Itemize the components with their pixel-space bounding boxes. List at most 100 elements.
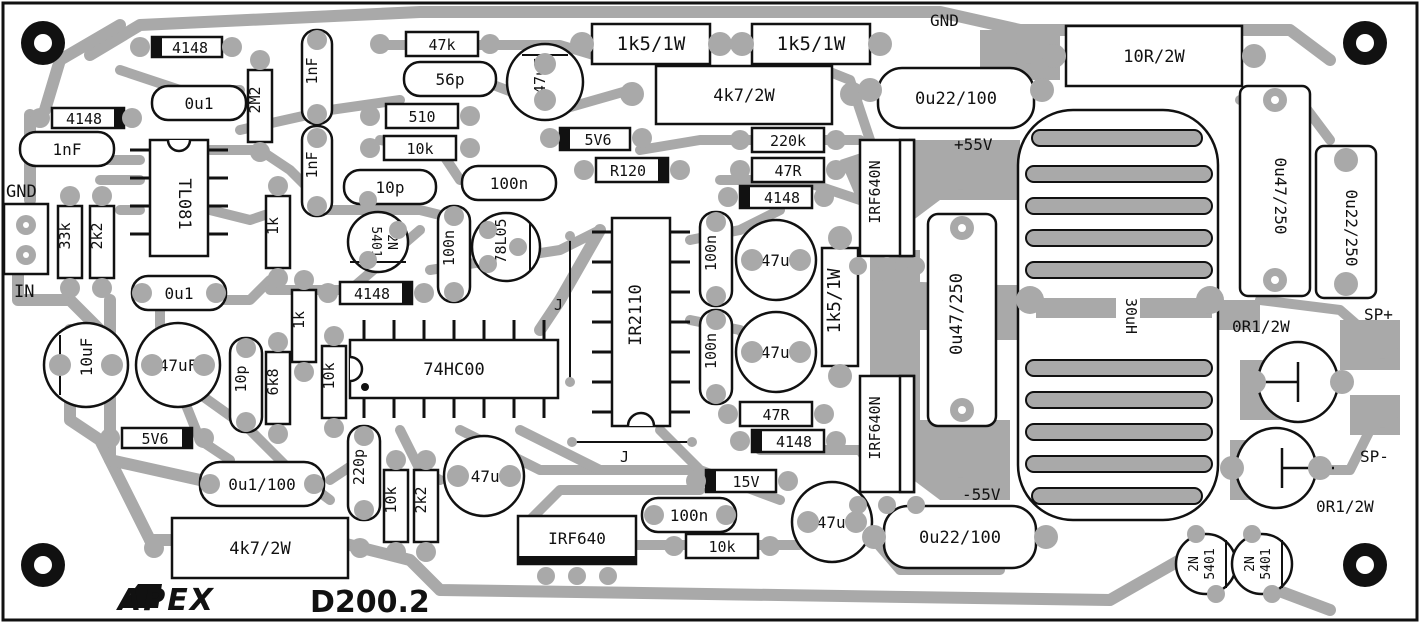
svg-text:J: J (554, 296, 563, 314)
zener-5v6-left: 5V6 (120, 426, 194, 450)
svg-text:47uF: 47uF (471, 467, 510, 486)
svg-text:4148: 4148 (354, 285, 390, 303)
cap-100n-ir-top: 100n (698, 210, 734, 308)
svg-text:30uH: 30uH (1122, 298, 1140, 334)
svg-text:47R: 47R (762, 406, 790, 424)
label-gnd-top: GND (930, 11, 959, 30)
svg-text:100n: 100n (702, 333, 720, 369)
resistor-1k-lower: 1k (290, 288, 318, 364)
svg-text:IRF640N: IRF640N (866, 160, 884, 223)
mosfet-irf640n-low: IRF640N (858, 374, 916, 494)
svg-text:2M2: 2M2 (246, 86, 264, 113)
svg-text:100n: 100n (490, 174, 529, 193)
resistor-47r-bottom: 47R (738, 400, 814, 428)
ic-tl081: TL081 (130, 138, 228, 258)
svg-text:0u22/100: 0u22/100 (915, 89, 997, 109)
cap-56p: 56p (402, 60, 498, 98)
svg-text:4148: 4148 (776, 433, 812, 451)
svg-text:47uF: 47uF (817, 513, 856, 532)
resistor-4k7-2w-top: 4k7/2W (654, 64, 834, 126)
svg-text:0u47/250: 0u47/250 (947, 273, 967, 355)
label-minus55v: -55V (962, 485, 1001, 504)
svg-text:10k: 10k (708, 538, 735, 556)
cap-0u22-250: 0u22/250 (1314, 144, 1378, 300)
resistor-1k5-1w-top-a: 1k5/1W (590, 22, 712, 66)
apex-logo: APEX (116, 583, 213, 618)
svg-text:1k5/1W: 1k5/1W (824, 268, 845, 333)
resistor-r120: R120 (594, 156, 670, 184)
inductor-30uh: 30uH (1016, 108, 1220, 522)
resistor-4k7-2w-bottom: 4k7/2W (170, 516, 350, 580)
svg-text:0u1/100: 0u1/100 (228, 475, 295, 494)
svg-text:0u1: 0u1 (165, 284, 194, 303)
svg-text:0u1: 0u1 (185, 94, 214, 113)
resistor-220k: 220k (750, 126, 826, 154)
diode-4148-left: 4148 (50, 106, 126, 130)
svg-text:4148: 4148 (66, 110, 102, 128)
jumper-vertical: J (554, 231, 575, 387)
svg-text:74HC00: 74HC00 (423, 360, 484, 380)
label-gnd-left: GND (6, 182, 37, 202)
svg-text:1k: 1k (290, 311, 308, 329)
resistor-1k-upper: 1k (264, 194, 292, 270)
resistor-33k: 33k (56, 204, 84, 280)
svg-text:100n: 100n (670, 506, 709, 525)
svg-text:1k5/1W: 1k5/1W (777, 33, 846, 55)
svg-text:10k: 10k (320, 362, 338, 389)
svg-text:33k: 33k (56, 222, 74, 249)
resistor-2m2: 2M2 (246, 68, 274, 144)
cap-1nf-mid: 1nF (300, 124, 334, 218)
svg-text:47uF: 47uF (761, 343, 800, 362)
cap-1nf-left: 1nF (18, 130, 116, 168)
cap-0u22-100-bottom: 0u22/100 (882, 504, 1038, 570)
svg-text:10p: 10p (232, 365, 250, 392)
svg-text:2k2: 2k2 (88, 222, 106, 249)
resistor-10k-top: 10k (382, 134, 458, 162)
label-plus55v: +55V (954, 135, 993, 154)
resistor-10r-2w: 10R/2W (1064, 24, 1244, 88)
svg-text:220k: 220k (770, 132, 806, 150)
svg-text:1nF: 1nF (53, 140, 82, 159)
resistor-1k5-1w-top-b: 1k5/1W (750, 22, 872, 66)
resistor-510: 510 (384, 102, 460, 130)
svg-text:2k2: 2k2 (412, 486, 430, 513)
svg-text:IR2110: IR2110 (626, 284, 646, 345)
resistor-0r1-2w-lower (1234, 426, 1334, 510)
svg-text:IRF640N: IRF640N (866, 396, 884, 459)
svg-text:2N5401: 2N5401 (1243, 548, 1274, 579)
ic-ir2110: IR2110 (592, 216, 690, 428)
label-sp-plus: SP+ (1364, 305, 1393, 324)
svg-text:100n: 100n (702, 235, 720, 271)
svg-text:1nF: 1nF (303, 57, 321, 84)
diode-4148-center: 4148 (338, 280, 414, 306)
svg-text:10p: 10p (376, 178, 405, 197)
cap-100n-top: 100n (460, 164, 558, 202)
transistor-2n5401-center: 2N5401 (346, 210, 410, 274)
resistor-2k2-bottom: 2k2 (412, 468, 440, 544)
resistor-10k-ic: 10k (320, 344, 348, 420)
resistor-10k-bottom: 10k (382, 468, 410, 544)
zener-15v: 15V (704, 468, 778, 494)
svg-text:1k5/1W: 1k5/1W (617, 33, 686, 55)
cap-0u1-top: 0u1 (150, 84, 248, 122)
cap-47uf-ir-upper: 47uF (734, 218, 818, 302)
svg-text:56p: 56p (436, 70, 465, 89)
svg-text:J: J (620, 448, 629, 466)
svg-text:5V6: 5V6 (584, 131, 611, 149)
resistor-2k2-left: 2k2 (88, 204, 116, 280)
connector-input (2, 202, 50, 276)
svg-text:1nF: 1nF (303, 151, 321, 178)
diode-4148-upper-right: 4148 (738, 184, 814, 210)
cap-0u22-100-top: 0u22/100 (876, 66, 1036, 130)
label-sp-minus: SP- (1360, 447, 1389, 466)
cap-10p-top: 10p (342, 168, 438, 206)
svg-text:47uF: 47uF (761, 251, 800, 270)
diode-4148-lower-right: 4148 (750, 428, 826, 454)
svg-text:0u22/250: 0u22/250 (1342, 189, 1361, 266)
resistor-47k: 47k (404, 30, 480, 58)
label-0r1-lower: 0R1/2W (1316, 497, 1374, 516)
svg-text:0u22/100: 0u22/100 (919, 528, 1001, 548)
svg-text:2N5401: 2N5401 (1187, 548, 1218, 579)
resistor-47r-top: 47R (750, 156, 826, 184)
